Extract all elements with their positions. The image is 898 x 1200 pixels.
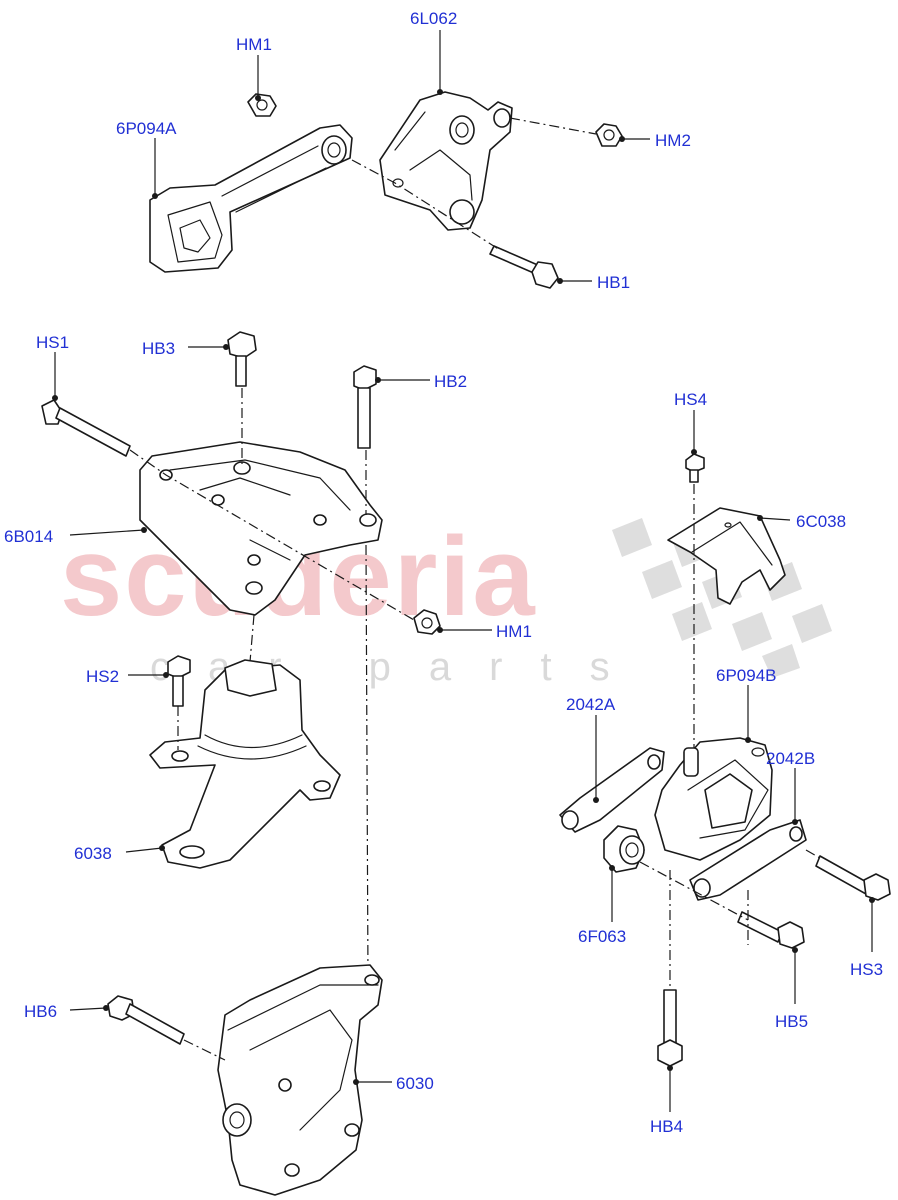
- bolt-HS3: [815, 855, 891, 901]
- label-6P094B: 6P094B: [716, 666, 777, 685]
- bolt-HB3: [227, 331, 257, 387]
- label-6L062: 6L062: [410, 9, 457, 28]
- label-HB4: HB4: [650, 1117, 683, 1136]
- bolt-HB2: [353, 365, 377, 449]
- label-6030: 6030: [396, 1074, 434, 1093]
- nut-HM2: [595, 123, 623, 147]
- label-HS2: HS2: [86, 667, 119, 686]
- axis-line-right-1: [639, 861, 749, 921]
- label-6038: 6038: [74, 844, 112, 863]
- label-HB2: HB2: [434, 372, 467, 391]
- label-HB6: HB6: [24, 1002, 57, 1021]
- link-2042B: [689, 819, 807, 901]
- leader-lines: [52, 30, 875, 1112]
- label-HB1: HB1: [597, 273, 630, 292]
- bracket-6B014: [139, 441, 383, 616]
- bolt-HS1: [41, 399, 131, 457]
- bush-6F063: [603, 825, 645, 873]
- nut-HM1-top: [247, 93, 277, 117]
- label-6P094A: 6P094A: [116, 119, 177, 138]
- axis-line-right-4: [805, 849, 821, 859]
- label-HS4: HS4: [674, 390, 707, 409]
- engine-mount-6038: [149, 659, 341, 869]
- label-HM2: HM2: [655, 131, 691, 150]
- label-HS1: HS1: [36, 333, 69, 352]
- axis-line-top-2: [509, 117, 597, 135]
- label-6B014: 6B014: [4, 527, 53, 546]
- label-HB3: HB3: [142, 339, 175, 358]
- label-6C038: 6C038: [796, 512, 846, 531]
- bolt-HB4: [657, 989, 683, 1067]
- label-HB5: HB5: [775, 1012, 808, 1031]
- mount-6P094B: [654, 737, 773, 861]
- label-2042A: 2042A: [566, 695, 616, 714]
- bracket-6030: [217, 964, 383, 1196]
- bolt-HB6: [107, 995, 185, 1045]
- bolt-HS4: [685, 453, 705, 483]
- part-labels: HM1 6L062 6P094A HM2 HB1 HS1 HB3 HB2 6B0…: [4, 9, 883, 1136]
- axis-line-long: [365, 544, 369, 981]
- label-HM1-mid: HM1: [496, 622, 532, 641]
- label-6F063: 6F063: [578, 927, 626, 946]
- bracket-6L062: [379, 91, 513, 231]
- label-2042B: 2042B: [766, 749, 815, 768]
- bolt-HB5: [737, 911, 805, 949]
- axis-line-hb6: [183, 1039, 226, 1061]
- bolt-HB1: [489, 245, 559, 289]
- axis-line-mid-1: [129, 449, 415, 621]
- label-HM1-top: HM1: [236, 35, 272, 54]
- torque-rod-6P094A: [149, 124, 353, 273]
- axis-line-mid-4: [249, 614, 255, 663]
- label-HS3: HS3: [850, 960, 883, 979]
- link-2042A: [559, 747, 665, 833]
- nut-HM1-mid: [413, 609, 441, 635]
- axis-line-top-1: [351, 159, 501, 251]
